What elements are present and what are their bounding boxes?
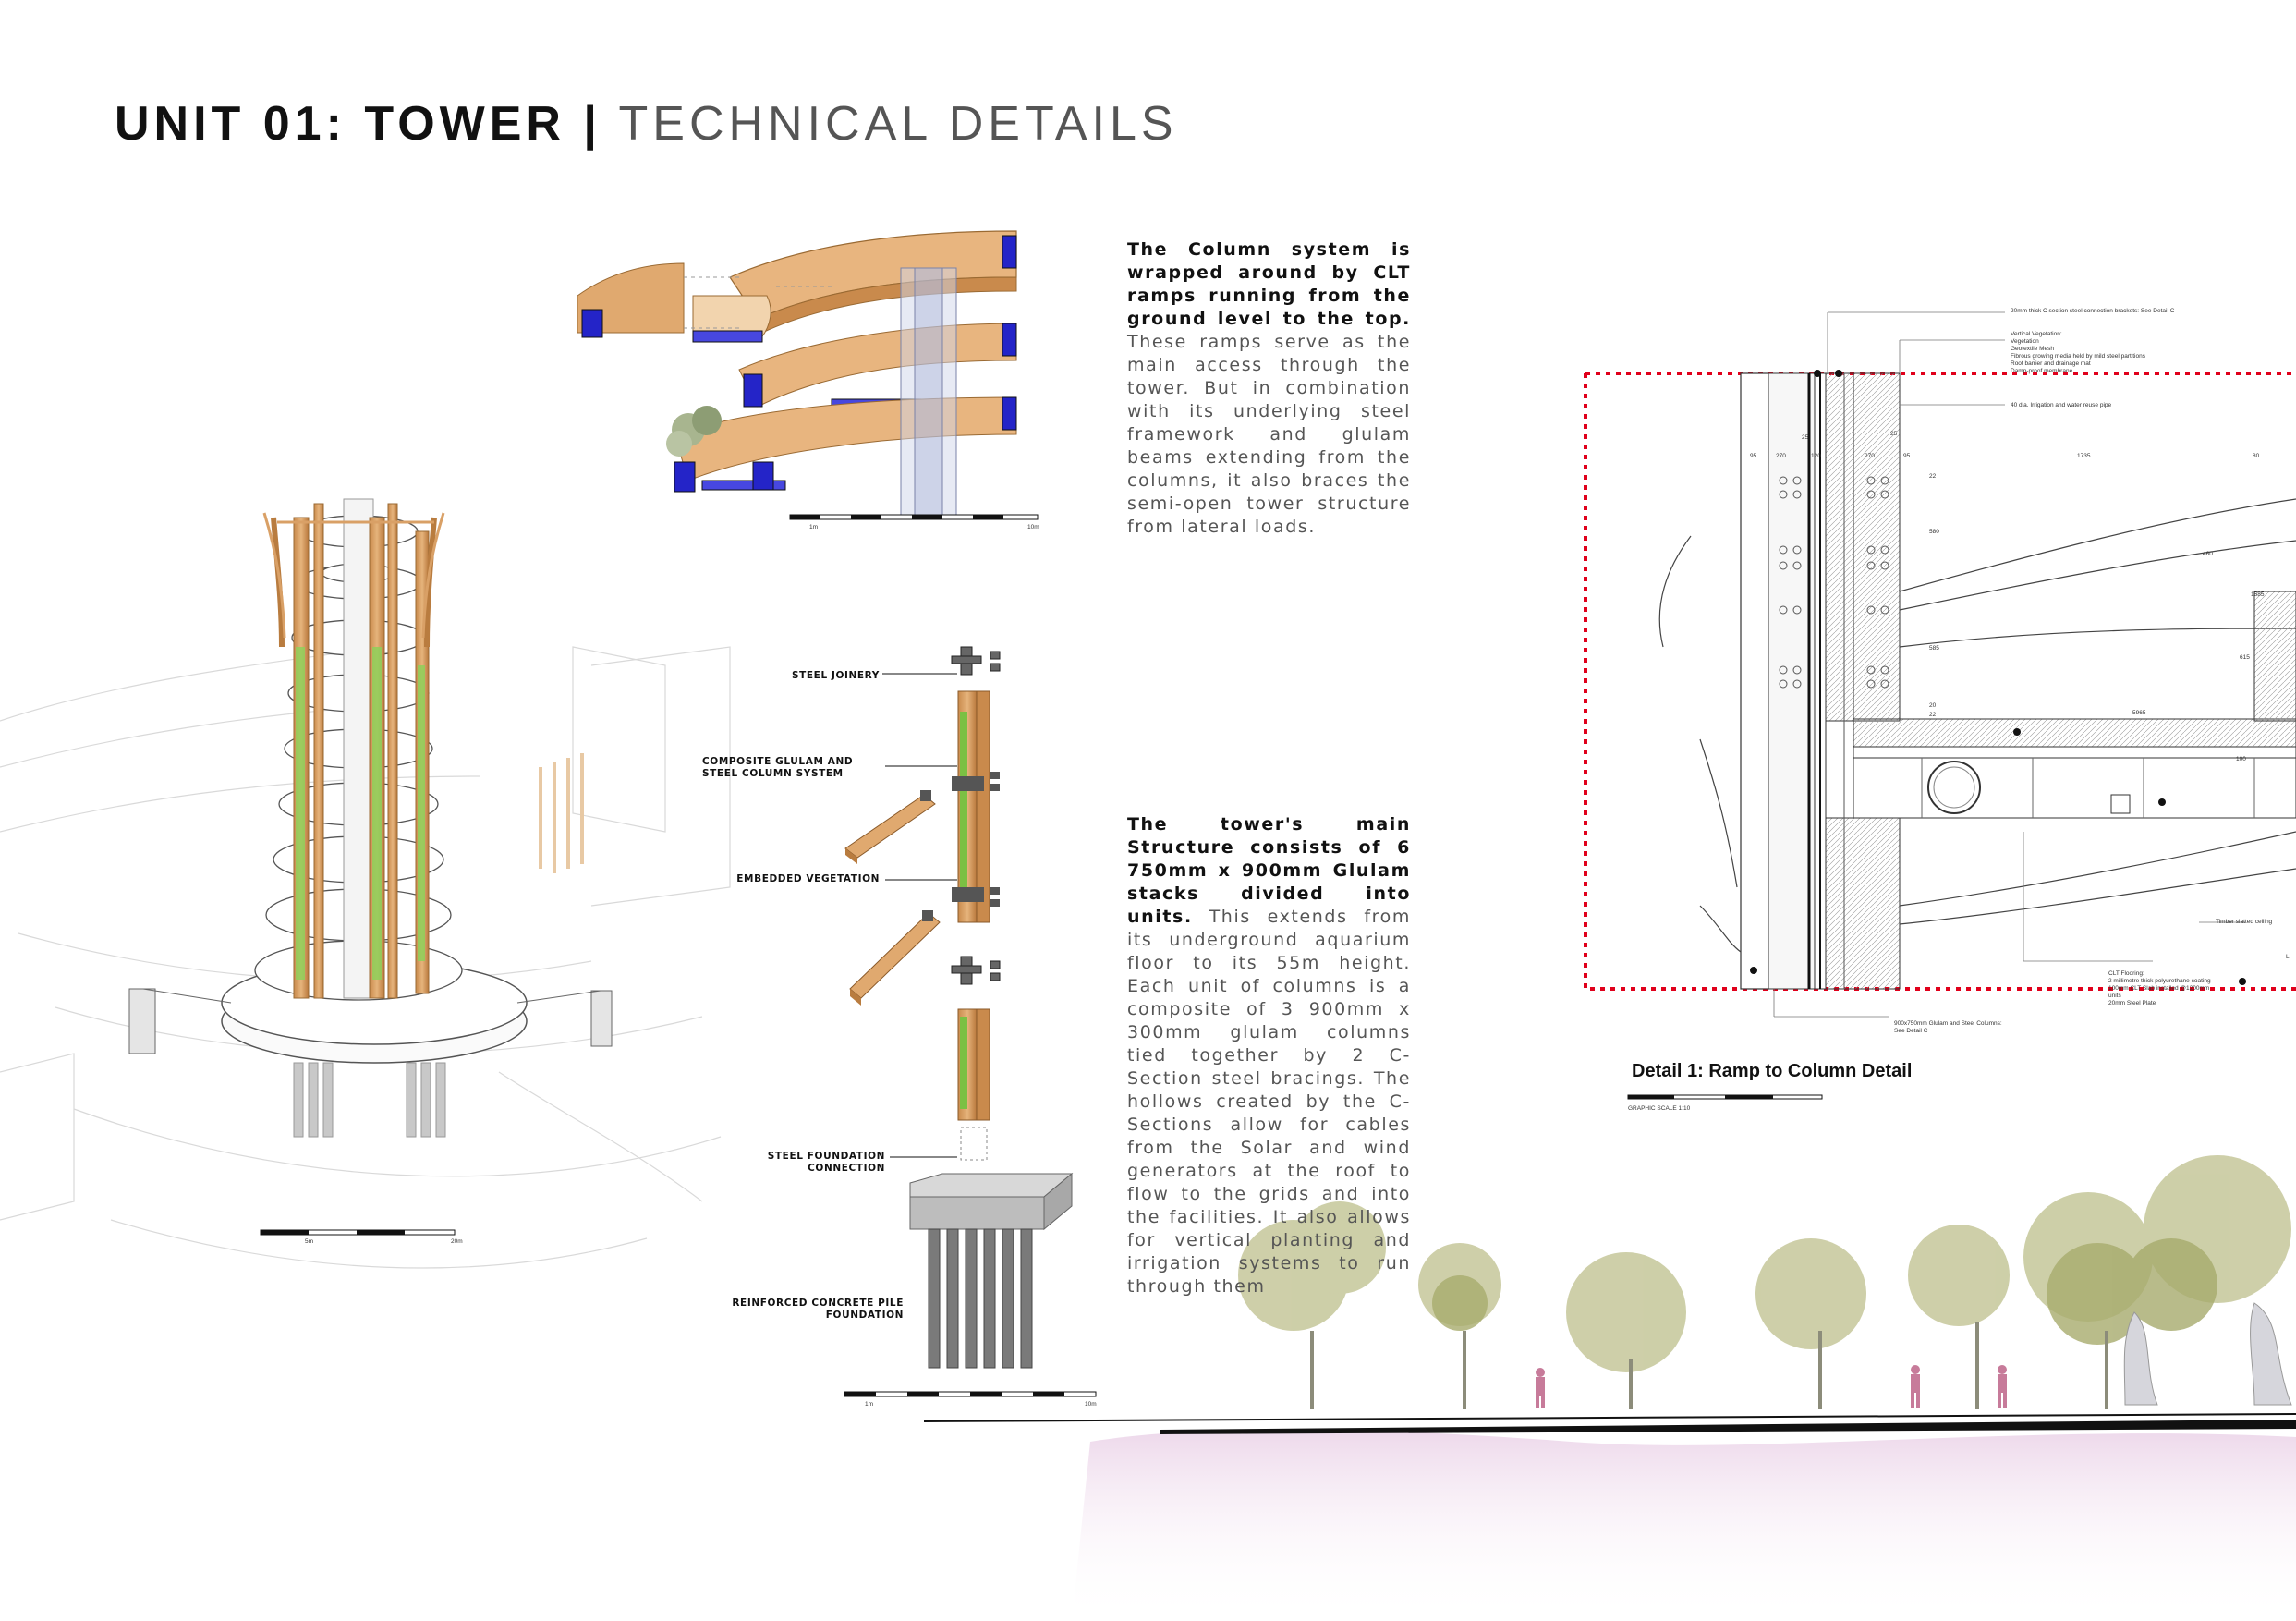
note-veg-5: Root barrier and drainage mat xyxy=(2011,360,2091,367)
page-title: UNIT 01: TOWER | TECHNICAL DETAILS xyxy=(115,96,1178,152)
dim-1735: 1735 xyxy=(2077,453,2091,459)
ramp-scale-start: 1m xyxy=(809,524,819,530)
structure-bold: The tower's main Structure consists of 6… xyxy=(1127,814,1411,927)
dim-95a: 95 xyxy=(1750,453,1757,459)
label-foundation-line2: CONNECTION xyxy=(808,1163,885,1174)
note-columns-1: 900x750mm Glulam and Steel Columns: xyxy=(1894,1020,2002,1027)
note-flooring-3: 100mm CLT Slab installed @1200mm xyxy=(2108,985,2210,992)
label-composite-line1: COMPOSITE GLULAM AND xyxy=(702,756,854,767)
dim-5965: 5965 xyxy=(2132,710,2146,716)
column-scale-end: 10m xyxy=(1085,1401,1097,1408)
label-composite-column: COMPOSITE GLULAM AND STEEL COLUMN SYSTEM xyxy=(702,756,891,780)
detail-scale-bar xyxy=(1627,1094,1823,1100)
ramp-scale-bar xyxy=(789,514,1039,520)
column-scale-bar xyxy=(844,1391,1097,1397)
dim-270b: 270 xyxy=(1865,453,1875,459)
label-pile-line2: FOUNDATION xyxy=(825,1310,904,1321)
dim-25a: 25 xyxy=(1802,434,1809,441)
note-columns-2: See Detail C xyxy=(1894,1028,1928,1034)
dim-580: 580 xyxy=(1929,529,1939,535)
note-light: Li xyxy=(2286,954,2291,960)
label-pile-line1: REINFORCED CONCRETE PILE xyxy=(732,1298,904,1309)
dim-100: 100 xyxy=(2236,756,2246,762)
note-veg-2: Vegetation xyxy=(2011,338,2039,345)
label-foundation-line1: STEEL FOUNDATION xyxy=(767,1151,885,1162)
column-system-description: The Column system is wrapped around by C… xyxy=(1127,238,1411,539)
tower-scale-bar xyxy=(260,1229,456,1236)
label-pile-foundation: REINFORCED CONCRETE PILE FOUNDATION xyxy=(702,1298,904,1322)
note-flooring-2: 2 millimetre thick polyurethane coating xyxy=(2108,978,2211,984)
dim-1585: 1585 xyxy=(2251,591,2265,598)
note-flooring-1: CLT Flooring: xyxy=(2108,970,2144,977)
title-light: TECHNICAL DETAILS xyxy=(618,97,1178,151)
label-embedded-vegetation: EMBEDDED VEGETATION xyxy=(736,873,880,884)
note-brackets: 20mm thick C section steel connection br… xyxy=(2011,308,2175,314)
ramp-column-section-detail xyxy=(1584,311,2296,1100)
note-flooring-4: units xyxy=(2108,993,2121,999)
dim-270a: 270 xyxy=(1776,453,1786,459)
dim-120: 120 xyxy=(1811,453,1821,459)
label-steel-joinery: STEEL JOINERY xyxy=(791,670,880,681)
ramp-exploded-diagram xyxy=(577,230,1039,520)
dim-20: 20 xyxy=(1929,702,1937,709)
title-bold: UNIT 01: TOWER xyxy=(115,97,565,151)
landscape-section xyxy=(923,1155,2296,1621)
column-system-bold: The Column system is wrapped around by C… xyxy=(1127,239,1411,329)
tower-scale-end: 20m xyxy=(451,1238,463,1245)
sculpture xyxy=(2123,1302,2292,1406)
label-composite-line2: STEEL COLUMN SYSTEM xyxy=(702,768,844,779)
ramp-scale-end: 10m xyxy=(1027,524,1039,530)
detail-title: Detail 1: Ramp to Column Detail xyxy=(1632,1061,1913,1081)
column-system-diagram xyxy=(844,646,1097,1397)
column-system-body: These ramps serve as the main access thr… xyxy=(1127,332,1411,537)
note-clt-flooring: CLT Flooring: 2 millimetre thick polyure… xyxy=(2108,970,2211,1007)
structure-description: The tower's main Structure consists of 6… xyxy=(1127,813,1411,1298)
dim-80: 80 xyxy=(2253,453,2260,459)
column-scale-start: 1m xyxy=(865,1401,874,1408)
note-flooring-5: 20mm Steel Plate xyxy=(2108,1000,2156,1006)
detail-scale-note: GRAPHIC SCALE 1:10 xyxy=(1628,1105,1691,1112)
title-separator: | xyxy=(583,97,601,151)
dim-25b: 25 xyxy=(1890,431,1898,437)
note-veg-1: Vertical Vegetation: xyxy=(2011,331,2062,337)
label-foundation-connection: STEEL FOUNDATION CONNECTION xyxy=(702,1151,885,1175)
dim-95b: 95 xyxy=(1903,453,1911,459)
people xyxy=(1536,1365,2007,1408)
dim-22b: 22 xyxy=(1929,712,1937,718)
structure-body: This extends from its underground aquari… xyxy=(1127,907,1411,1297)
note-veg-4: Fibrous growing media held by mild steel… xyxy=(2011,353,2145,360)
context-posts xyxy=(539,753,584,873)
dim-615: 615 xyxy=(2240,654,2250,661)
dim-585: 585 xyxy=(1929,645,1939,652)
note-vertical-vegetation: Vertical Vegetation: Vegetation Geotexti… xyxy=(2011,331,2145,375)
dim-460: 460 xyxy=(2203,551,2213,557)
dim-22a: 22 xyxy=(1929,473,1937,480)
note-pipe: 40 dia. Irrigation and water reuse pipe xyxy=(2011,402,2112,408)
note-columns: 900x750mm Glulam and Steel Columns: See … xyxy=(1894,1020,2002,1035)
tower-scale-start: 5m xyxy=(305,1238,314,1245)
tower-axonometric xyxy=(128,498,613,1236)
note-veg-6: Damp-proof membrane xyxy=(2011,368,2073,374)
note-ceiling: Timber slatted ceiling xyxy=(2216,919,2273,925)
note-veg-3: Geotextile Mesh xyxy=(2011,346,2054,352)
